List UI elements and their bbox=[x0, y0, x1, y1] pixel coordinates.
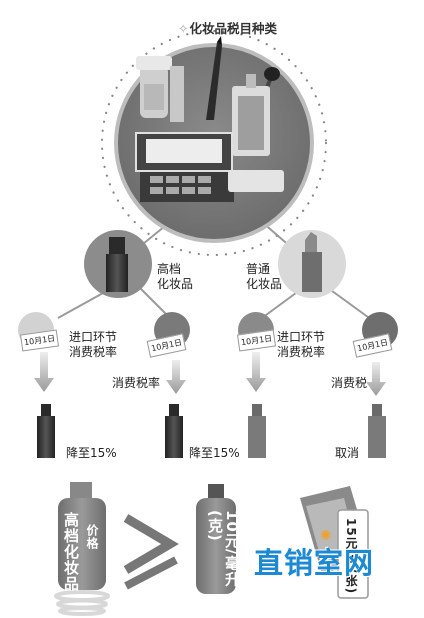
pump-bottle-icon bbox=[232, 74, 270, 156]
premium-category-label: 高档化妆品 bbox=[157, 262, 194, 291]
down-arrows bbox=[34, 352, 386, 396]
result-label-2: 降至15% bbox=[189, 446, 240, 460]
bottle-left-sub: 价格 bbox=[85, 524, 99, 550]
bottom-illustration bbox=[54, 482, 372, 616]
title-text: 化妆品税目种类 bbox=[189, 21, 277, 36]
tax-item-label-1: 进口环节消费税率 bbox=[69, 330, 118, 359]
eyeshadow-palette-icon bbox=[135, 132, 234, 202]
tax-item-label-2: 消费税率 bbox=[112, 376, 161, 390]
main-cosmetics-circle bbox=[114, 36, 314, 243]
page-title: ✧化妆品税目种类 bbox=[178, 18, 277, 37]
watermark-sparkle-icon: ✺ bbox=[320, 528, 332, 544]
bottle-left-text: 高档化妆品 bbox=[62, 512, 80, 592]
result-lipsticks bbox=[37, 404, 386, 458]
watermark-logo: 直销室网 bbox=[254, 546, 375, 580]
regular-category-label: 普通化妆品 bbox=[246, 262, 283, 291]
tax-item-label-3: 进口环节消费税率 bbox=[277, 330, 326, 359]
tax-item-label-4: 消费税 bbox=[331, 376, 368, 390]
pencil-icon bbox=[206, 36, 222, 120]
sparkle-icon: ✧ bbox=[178, 21, 189, 36]
premium-category-circle bbox=[84, 230, 152, 298]
result-label-4: 取消 bbox=[335, 446, 360, 460]
dotted-ring bbox=[100, 29, 328, 257]
mask-card-text: 15元/片(张) bbox=[344, 518, 358, 595]
result-label-1: 降至15% bbox=[66, 446, 117, 460]
branch-lines bbox=[57, 221, 373, 321]
tube-icon bbox=[170, 66, 184, 122]
regular-category-circle bbox=[278, 230, 346, 298]
cream-tube-icon bbox=[228, 170, 284, 192]
bottle-right-text: 10元/毫升(克) bbox=[206, 510, 241, 588]
